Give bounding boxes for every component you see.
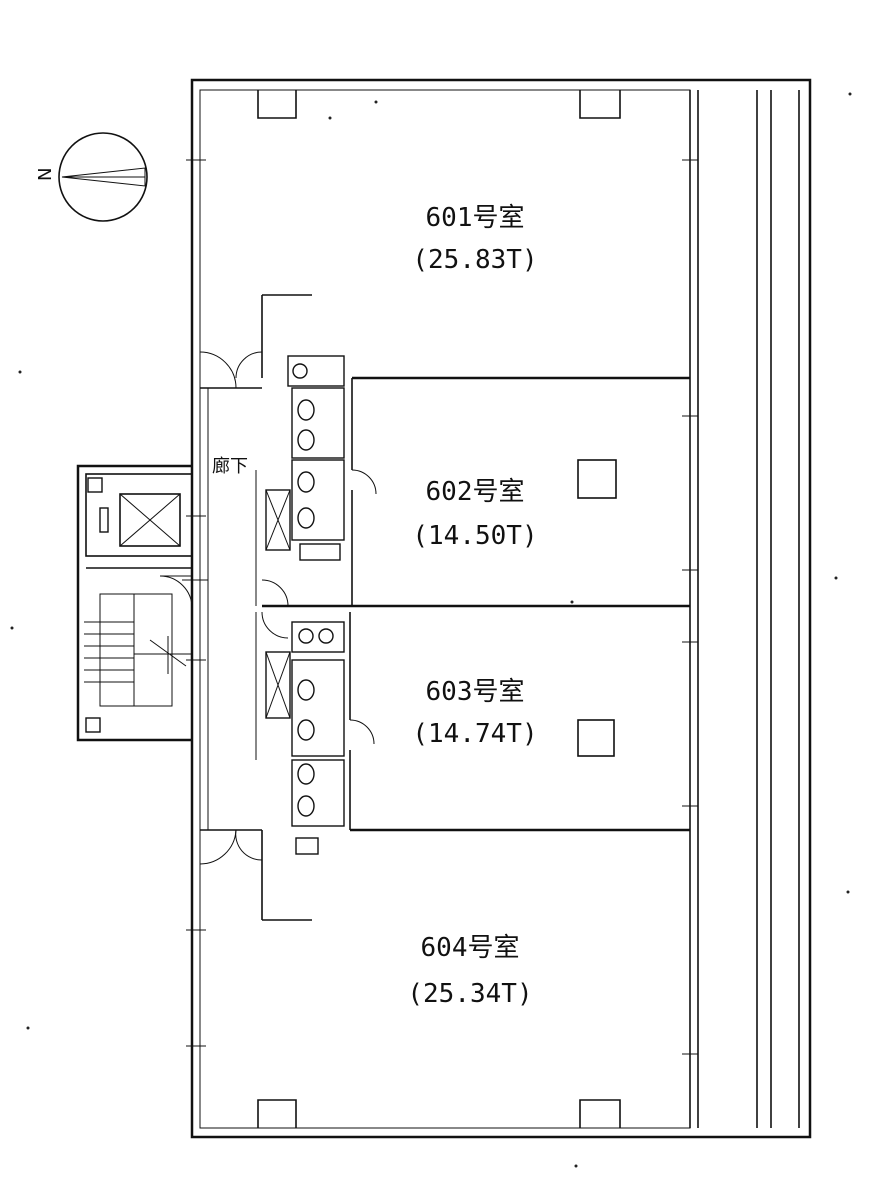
room-area: (14.74T) bbox=[412, 719, 537, 749]
room-602: 602号室 (14.50T) bbox=[412, 477, 537, 551]
tick-marks bbox=[186, 159, 698, 1055]
doors bbox=[199, 351, 377, 865]
compass-icon: N bbox=[35, 132, 148, 222]
room-area: (25.83T) bbox=[412, 245, 537, 275]
room-name: 603号室 bbox=[426, 677, 525, 707]
room-area: (14.50T) bbox=[412, 521, 537, 551]
room-name: 602号室 bbox=[426, 477, 525, 507]
room-name: 601号室 bbox=[426, 203, 525, 233]
corridor-label: 廊下 bbox=[212, 456, 248, 477]
room-area: (25.34T) bbox=[407, 979, 532, 1009]
stair-elevator-core bbox=[76, 464, 208, 742]
pillar-603 bbox=[577, 719, 615, 757]
columns bbox=[257, 90, 621, 1128]
room-603: 603号室 (14.74T) bbox=[412, 677, 537, 749]
north-label: N bbox=[35, 168, 56, 181]
corridor bbox=[207, 388, 257, 830]
scan-specks bbox=[10, 92, 852, 1168]
outer-walls bbox=[190, 78, 812, 1139]
room-604: 604号室 (25.34T) bbox=[407, 933, 532, 1009]
restroom-lower bbox=[265, 621, 345, 855]
room-name: 604号室 bbox=[421, 933, 520, 963]
partitions bbox=[200, 294, 690, 921]
room-601: 601号室 (25.83T) bbox=[412, 203, 537, 275]
pillar-602 bbox=[577, 459, 617, 499]
restroom-upper bbox=[265, 355, 345, 561]
